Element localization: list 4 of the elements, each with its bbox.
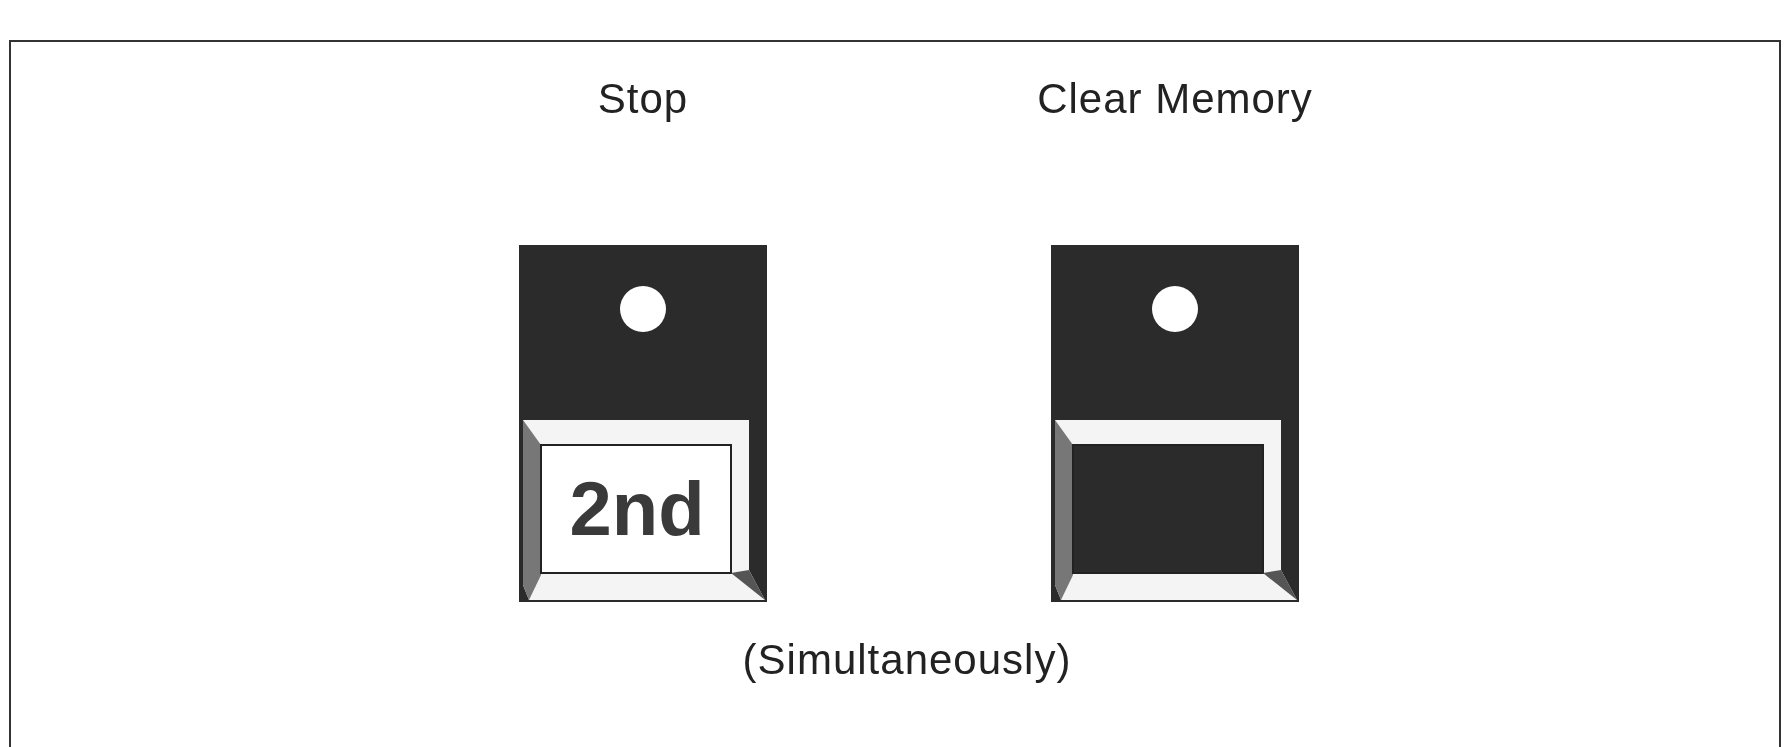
note-text: (Simultaneously) [742, 636, 1072, 684]
key-legend: 2nd [549, 471, 725, 547]
key-label: Stop [596, 75, 690, 123]
key-label: Clear Memory [1036, 75, 1314, 123]
